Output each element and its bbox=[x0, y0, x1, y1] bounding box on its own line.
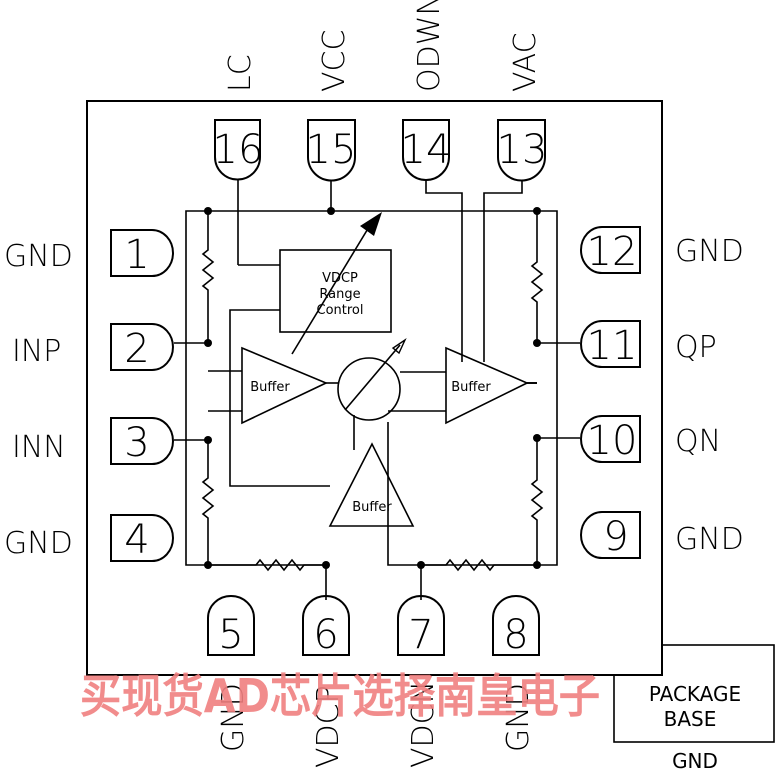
chip-body bbox=[86, 100, 663, 676]
pin-4-shape bbox=[110, 514, 174, 562]
pin-6-label: VDCP bbox=[311, 685, 346, 768]
pin-5-number: 5 bbox=[218, 612, 243, 658]
pin-11-label: QP bbox=[675, 330, 717, 365]
pin-12-label: GND bbox=[675, 234, 744, 269]
pin-7-label: VDCN bbox=[406, 681, 441, 768]
pin-2-number: 2 bbox=[124, 326, 149, 372]
pin-13-shape bbox=[497, 119, 546, 182]
pin-2-label: INP bbox=[12, 334, 61, 369]
pin-7-number: 7 bbox=[408, 612, 433, 658]
pin-14-shape bbox=[402, 119, 450, 181]
pin-13-label: VAC bbox=[508, 32, 543, 92]
pin-9-number: 9 bbox=[603, 514, 628, 560]
vdcp-box-line1: VDCP bbox=[322, 271, 358, 286]
pin-14-number: 14 bbox=[401, 127, 452, 173]
pin-12-number: 12 bbox=[587, 229, 638, 275]
pin-3-shape bbox=[110, 417, 174, 465]
buffer-right-label: Buffer bbox=[451, 380, 491, 395]
pin-4-number: 4 bbox=[124, 517, 149, 563]
pin-15-label: VCC bbox=[317, 30, 352, 92]
buffer-bottom-label: Buffer bbox=[352, 500, 392, 515]
pin-9-shape bbox=[580, 511, 641, 559]
buffer-left-label: Buffer bbox=[250, 380, 290, 395]
pin-12-shape bbox=[580, 226, 641, 274]
pin-6-shape bbox=[302, 595, 350, 656]
pin-8-shape bbox=[492, 595, 540, 656]
package-gnd-label: GND bbox=[672, 749, 718, 772]
pin-13-number: 13 bbox=[497, 127, 548, 173]
pin-4-label: GND bbox=[4, 526, 73, 561]
pin-16-shape bbox=[214, 119, 261, 181]
package-base-line2: BASE bbox=[664, 707, 717, 731]
vdcp-box-line2: Range bbox=[319, 287, 360, 302]
internal-circuit bbox=[174, 180, 580, 600]
watermark-text: 买现货AD芯片选择南皇电子 bbox=[80, 669, 600, 723]
pin-2-shape bbox=[110, 323, 174, 371]
pin-8-number: 8 bbox=[503, 612, 528, 658]
pin-7-shape bbox=[397, 595, 445, 656]
pin-1-number: 1 bbox=[124, 232, 149, 278]
pin-15-shape bbox=[307, 119, 356, 182]
pin-5-label: GND bbox=[216, 683, 251, 752]
pin-10-shape bbox=[580, 415, 641, 463]
pin-15-number: 15 bbox=[306, 127, 357, 173]
pin-3-number: 3 bbox=[124, 420, 149, 466]
pin-16-number: 16 bbox=[213, 127, 264, 173]
package-base-line1: PACKAGE bbox=[649, 682, 741, 706]
pin-1-shape bbox=[110, 229, 174, 277]
pin-9-label: GND bbox=[675, 522, 744, 557]
pin-11-shape bbox=[580, 320, 641, 368]
pin-16-label: LC bbox=[223, 54, 258, 92]
pin-11-number: 11 bbox=[587, 323, 638, 369]
vdcp-box-line3: Control bbox=[317, 303, 364, 318]
pin-14-label: ODWN bbox=[412, 0, 447, 92]
pin-10-label: QN bbox=[675, 424, 721, 459]
pin-8-label: GND bbox=[501, 683, 536, 752]
pin-1-label: GND bbox=[4, 239, 73, 274]
pin-5-shape bbox=[207, 595, 255, 656]
pin-6-number: 6 bbox=[313, 612, 338, 658]
pin-3-label: INN bbox=[12, 430, 66, 465]
pin-10-number: 10 bbox=[587, 418, 638, 464]
